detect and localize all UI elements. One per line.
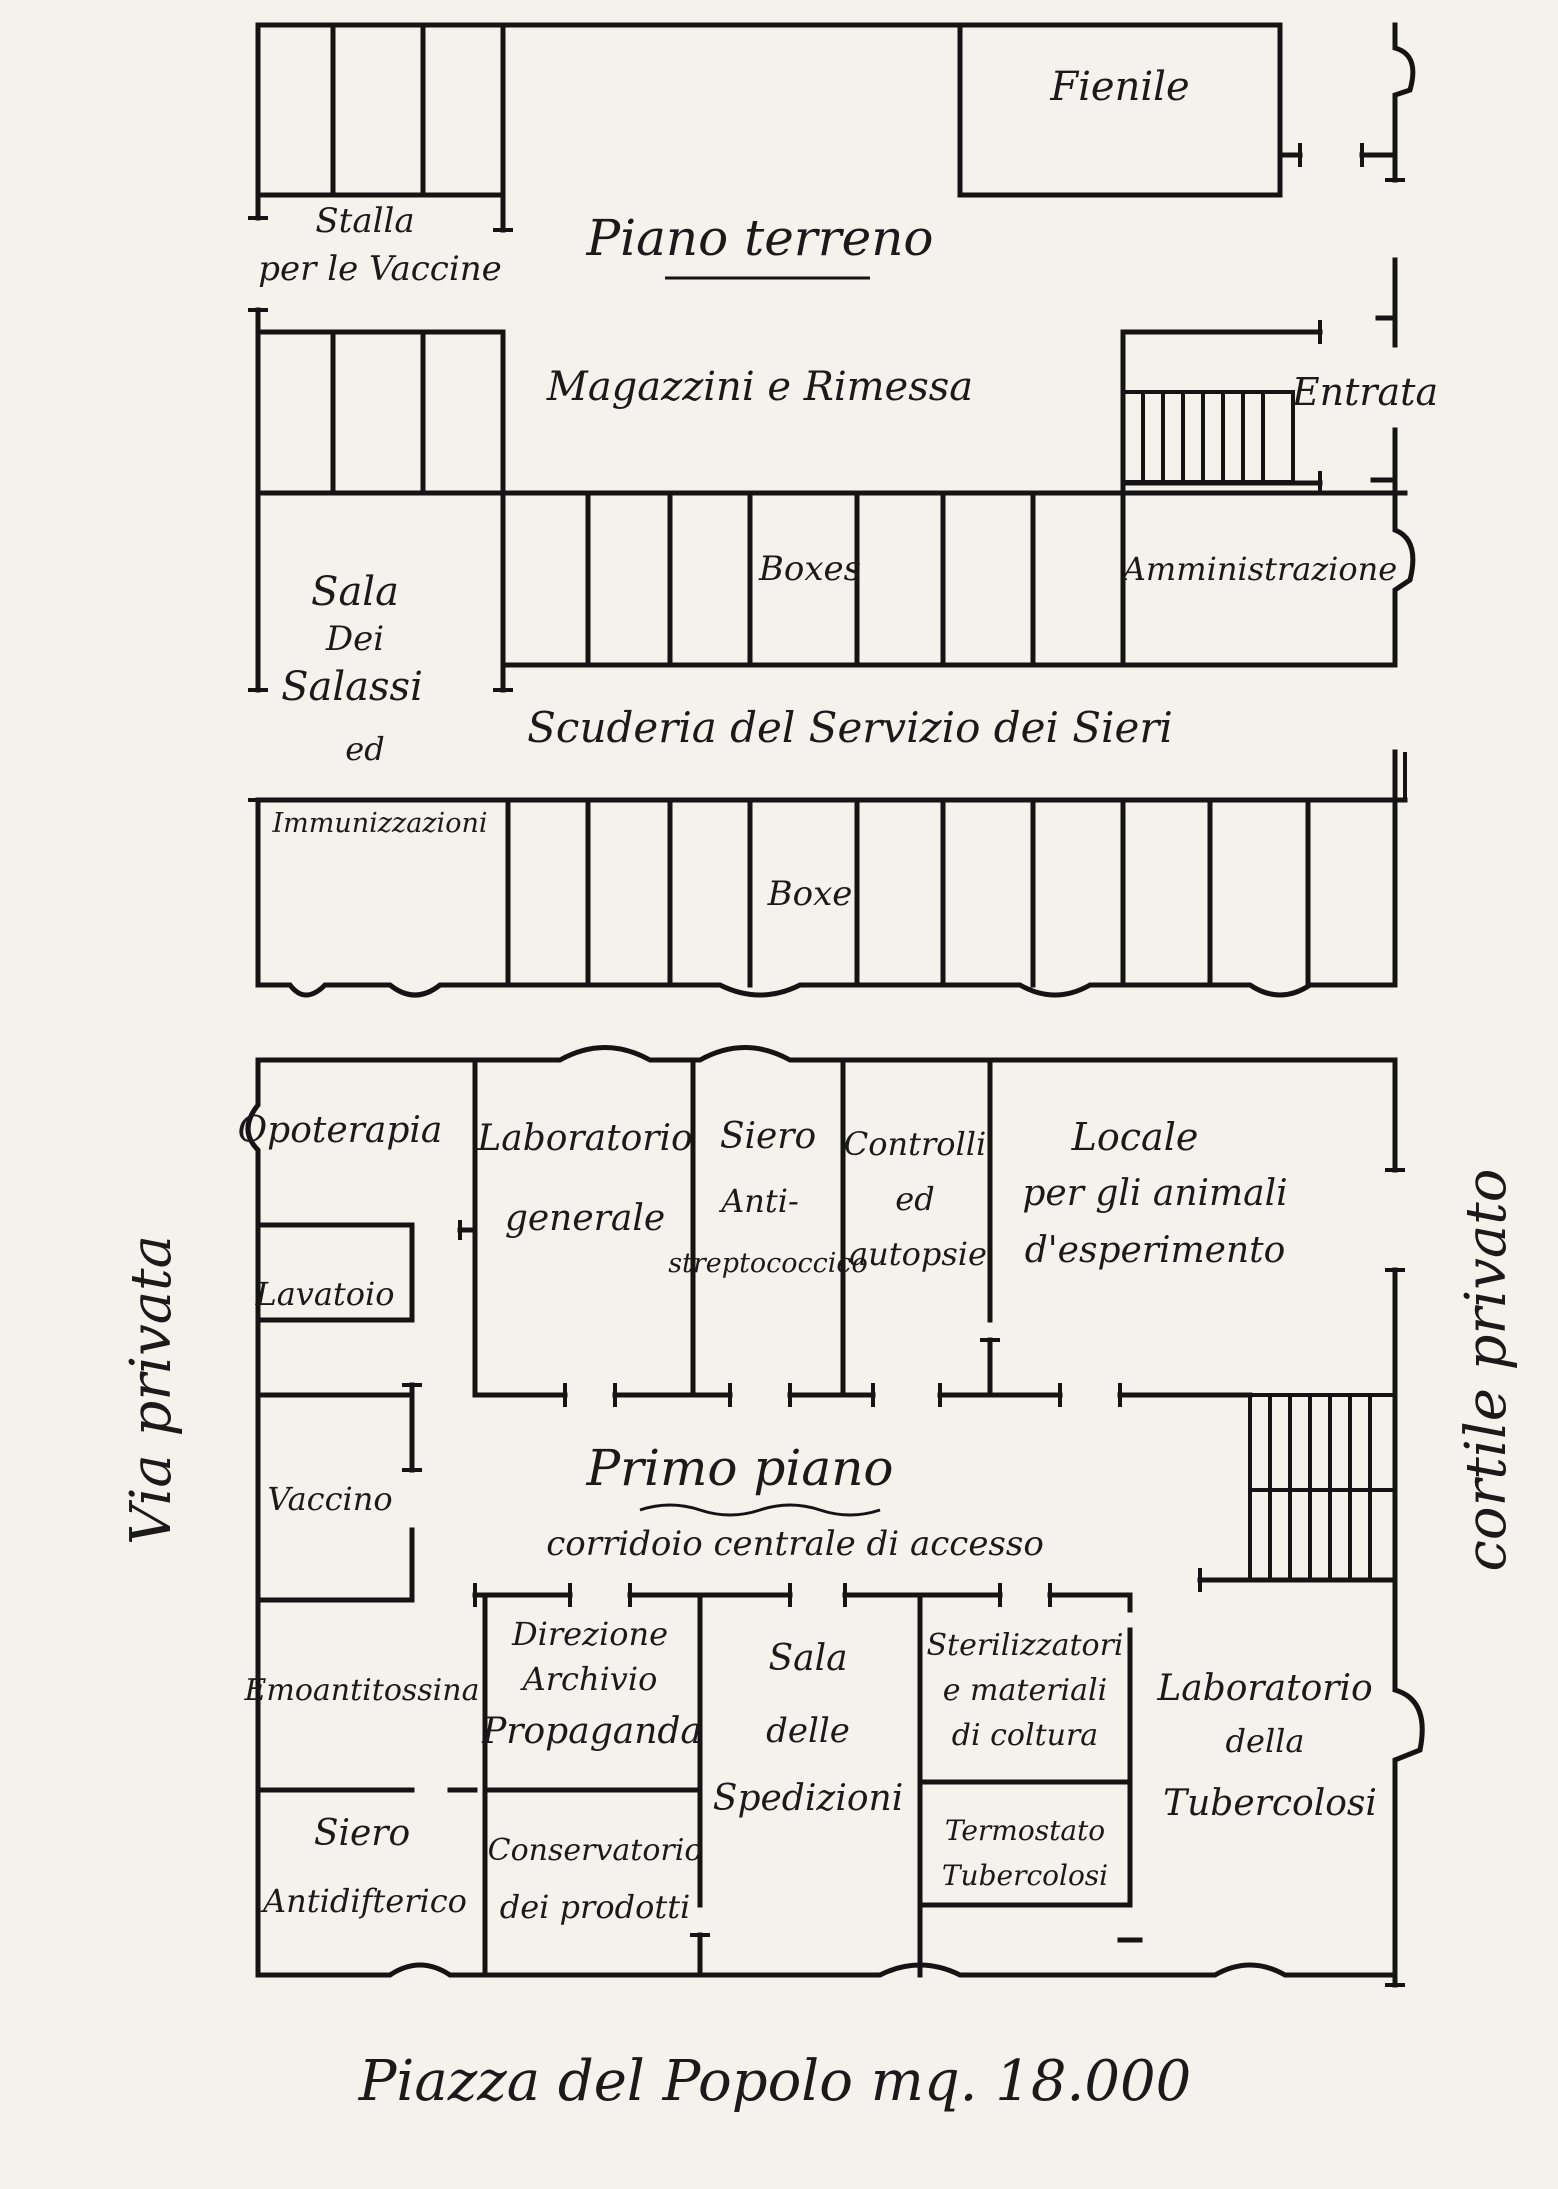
label-opoterapia: Opoterapia: [238, 1110, 443, 1151]
label-emoantitossina: Emoantitossina: [244, 1673, 480, 1708]
first-floor-title: Primo piano: [585, 1439, 893, 1497]
label-cortile-privato: cortile privato: [1454, 1169, 1519, 1572]
label-corridoio: corridoio centrale di accesso: [546, 1524, 1044, 1564]
label-vaccino: Vaccino: [267, 1480, 392, 1518]
label-controlli-line3: autopsie: [849, 1235, 987, 1273]
ground-floor-title: Piano terreno: [585, 209, 933, 267]
first-floor-labels: Opoterapia Lavatoio Vaccino Laboratorio …: [238, 1110, 1377, 1926]
label-stalla-line1: Stalla: [315, 201, 414, 241]
label-sala-spedizioni-line2: delle: [766, 1711, 850, 1751]
label-amministrazione: Amministrazione: [1120, 550, 1397, 588]
label-salassi-line3: Salassi: [281, 664, 423, 710]
side-labels: Via privata cortile privato: [119, 1169, 1519, 1572]
label-fienile: Fienile: [1049, 64, 1189, 110]
label-sterilizzatori-line2: e materiali: [943, 1673, 1107, 1708]
label-direzione-line3: Propaganda: [481, 1711, 702, 1752]
label-sterilizzatori-line1: Sterilizzatori: [926, 1628, 1123, 1663]
label-salassi-line1: Sala: [311, 569, 399, 615]
label-termostato-line2: Tubercolosi: [942, 1859, 1108, 1892]
label-lab-tubercolosi-line1: Laboratorio: [1156, 1668, 1372, 1709]
label-lab-tubercolosi-line3: Tubercolosi: [1163, 1783, 1377, 1824]
label-termostato-line1: Termostato: [945, 1814, 1105, 1847]
label-locale-line2: per gli animali: [1022, 1173, 1287, 1214]
label-sala-spedizioni-line3: Spedizioni: [713, 1778, 903, 1819]
label-siero-antidifterico-line2: Antidifterico: [260, 1882, 467, 1920]
label-lab-generale-line1: Laboratorio: [476, 1118, 692, 1159]
label-stalla-line2: per le Vaccine: [258, 249, 501, 289]
label-siero-antidifterico-line1: Siero: [314, 1813, 410, 1854]
label-siero-anti-line2: Anti-: [718, 1182, 799, 1220]
label-locale-line1: Locale: [1071, 1115, 1199, 1159]
ground-floor-walls: [248, 22, 1416, 998]
label-controlli-line1: Controlli: [844, 1125, 986, 1163]
label-direzione-line1: Direzione: [511, 1615, 668, 1653]
label-lavatoio: Lavatoio: [254, 1275, 394, 1313]
label-magazzini: Magazzini e Rimessa: [546, 364, 973, 410]
label-lab-tubercolosi-line2: della: [1226, 1722, 1305, 1760]
label-conservatorio-line2: dei prodotti: [500, 1888, 691, 1926]
label-via-privata: Via privata: [119, 1235, 184, 1545]
first-floor-title-underline: [639, 1503, 881, 1517]
label-scuderia: Scuderia del Servizio dei Sieri: [527, 703, 1173, 752]
label-siero-anti-line3: streptococcico: [668, 1248, 868, 1279]
label-salassi-line4: ed: [345, 730, 384, 768]
label-siero-anti-line1: Siero: [720, 1116, 816, 1157]
label-sala-spedizioni-line1: Sala: [768, 1638, 847, 1679]
ground-floor-labels: Fienile Stalla per le Vaccine Piano terr…: [258, 64, 1438, 914]
label-sterilizzatori-line3: di coltura: [952, 1718, 1098, 1753]
label-boxe: Boxe: [767, 874, 853, 914]
label-controlli-line2: ed: [895, 1180, 934, 1218]
label-conservatorio-line1: Conservatorio: [488, 1833, 703, 1868]
label-lab-generale-line2: generale: [505, 1198, 665, 1239]
label-entrata: Entrata: [1291, 370, 1438, 414]
footer-caption: Piazza del Popolo mq. 18.000: [358, 2049, 1191, 2114]
first-floor-walls: [245, 1045, 1425, 1988]
label-locale-line3: d'esperimento: [1025, 1230, 1286, 1271]
label-salassi-line2: Dei: [325, 619, 384, 659]
label-direzione-line2: Archivio: [520, 1660, 658, 1698]
label-immunizzazioni: Immunizzazioni: [272, 808, 488, 839]
label-boxes: Boxes: [758, 549, 861, 589]
